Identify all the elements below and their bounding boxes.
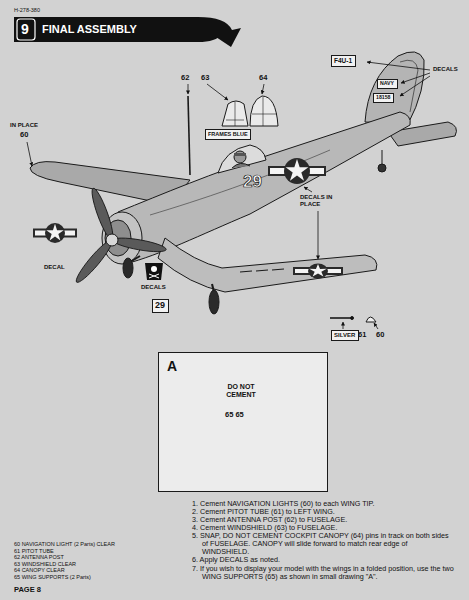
- instruction-step: 7. If you wish to display your model wit…: [192, 565, 454, 581]
- star-insignia: [34, 223, 76, 243]
- decal-box: 18158: [373, 93, 394, 103]
- parts-list-item: 64 CANOPY CLEAR: [14, 567, 184, 574]
- parts-list-item: 60 NAVIGATION LIGHT (2 Parts) CLEAR: [14, 541, 184, 548]
- instruction-step: 4. Cement WINDSHIELD (63) to FUSELAGE.: [192, 524, 454, 532]
- inset-box: A DO NOT CEMENT 65 65: [158, 352, 328, 492]
- node-text: NAVY: [380, 81, 395, 87]
- corsair-plane: [30, 52, 456, 322]
- instruction-step: 2. Cement PITOT TUBE (61) to LEFT WING.: [192, 508, 454, 516]
- step-number: 9: [21, 21, 29, 37]
- parts-list-item: 61 PITOT TUBE: [14, 548, 184, 555]
- instruction-step: 1. Cement NAVIGATION LIGHTS (60) to each…: [192, 500, 454, 508]
- decal-box: 29: [152, 299, 169, 313]
- step-banner: [14, 17, 241, 47]
- star-insignia: [294, 264, 342, 279]
- parts-list-item: 63 WINDSHIELD CLEAR: [14, 561, 184, 568]
- callout-number: 65 65: [225, 411, 244, 420]
- instruction-step: 3. Cement ANTENNA POST (62) to FUSELAGE.: [192, 516, 454, 524]
- callout-number: 61: [358, 331, 366, 340]
- page-number: PAGE 8: [14, 586, 41, 595]
- callout-number: 60: [20, 131, 28, 140]
- parts-list-item: 65 WING SUPPORTS (2 Parts): [14, 574, 184, 581]
- callout-number: 63: [201, 74, 209, 83]
- parts-list-item: 62 ANTENNA POST: [14, 554, 184, 561]
- node-text: 18158: [376, 95, 391, 101]
- step-frame: [17, 19, 35, 40]
- node-text: 29: [155, 301, 166, 311]
- star-insignia: [269, 158, 325, 184]
- decal-box: F4U-1: [331, 55, 356, 67]
- node-text: SILVER: [334, 332, 356, 339]
- callout-number: 60: [376, 331, 384, 340]
- node-text: FRAMES BLUE: [208, 131, 248, 137]
- instruction-step: 5. SNAP, DO NOT CEMENT COCKPIT CANOPY (6…: [192, 532, 454, 556]
- instruction-step: 6. Apply DECALS as noted.: [192, 556, 454, 564]
- decal-note: DECALS: [433, 66, 458, 73]
- color-note-box: FRAMES BLUE: [205, 129, 251, 140]
- decal-note: DECAL: [44, 264, 65, 271]
- inset-letter: A: [167, 358, 177, 374]
- color-note-box: SILVER: [331, 330, 359, 341]
- decal-box: NAVY: [377, 79, 398, 89]
- warning-note: DO NOT CEMENT: [217, 383, 265, 399]
- placement-note: IN PLACE: [10, 122, 38, 129]
- decal-note: DECALS: [141, 284, 166, 291]
- callout-number: 64: [259, 74, 267, 83]
- decal-note: DECALS IN PLACE: [300, 194, 336, 208]
- node-text: F4U-1: [334, 57, 353, 64]
- parts-list: 60 NAVIGATION LIGHT (2 Parts) CLEAR61 PI…: [14, 541, 184, 581]
- leader-lines: [27, 62, 430, 329]
- skull-flag-decal: [145, 263, 163, 280]
- instruction-list: 1. Cement NAVIGATION LIGHTS (60) to each…: [192, 500, 454, 581]
- callout-number: 62: [181, 74, 189, 83]
- step-title: FINAL ASSEMBLY: [42, 23, 137, 36]
- code-number: H-278-380: [14, 7, 40, 13]
- fuselage-number: 29: [243, 172, 262, 192]
